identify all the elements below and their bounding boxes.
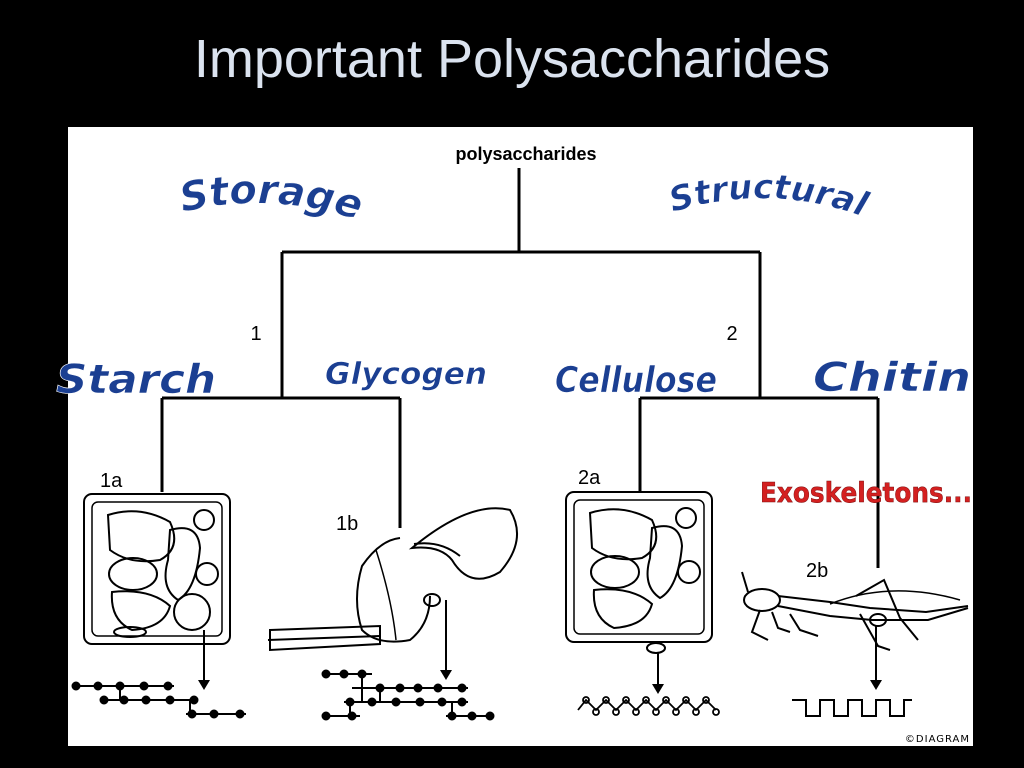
arrow-2b [870,626,882,690]
plant-cell-2a-illustration [565,491,713,654]
exoskeletons-annotation: Exoskeletons... [760,476,972,509]
chitin-label: Chitin [813,355,971,401]
leaf-label-1a: 1a [100,470,123,492]
arrow-1b [440,600,452,680]
glycogen-organ-illustration [267,507,518,652]
glycogen-chain-icon [321,669,495,721]
structural-heading: Structural [665,167,875,225]
slide-title: Important Polysaccharides [193,29,831,89]
arrow-1a [198,630,210,690]
branch-number-2: 2 [726,323,737,345]
cellulose-label: Cellulose [555,360,717,401]
leaf-label-2a: 2a [578,467,601,489]
tree-lines [160,168,880,568]
root-label: polysaccharides [455,144,596,164]
leaf-label-2b: 2b [806,560,828,582]
starch-label: Starch [56,357,216,403]
branch-number-1: 1 [250,323,261,345]
storage-heading: Storage [176,167,368,229]
plant-cell-1a-illustration [83,493,231,645]
leaf-label-1b: 1b [336,513,358,535]
chitin-chain-icon [792,699,912,717]
glycogen-label: Glycogen [325,357,487,392]
starch-chain-icon [71,681,246,719]
cellulose-chain-icon [577,696,720,716]
arrow-2a [652,652,664,694]
grasshopper-illustration [741,571,969,651]
diagram-credit: ©DIAGRAM [905,734,970,745]
